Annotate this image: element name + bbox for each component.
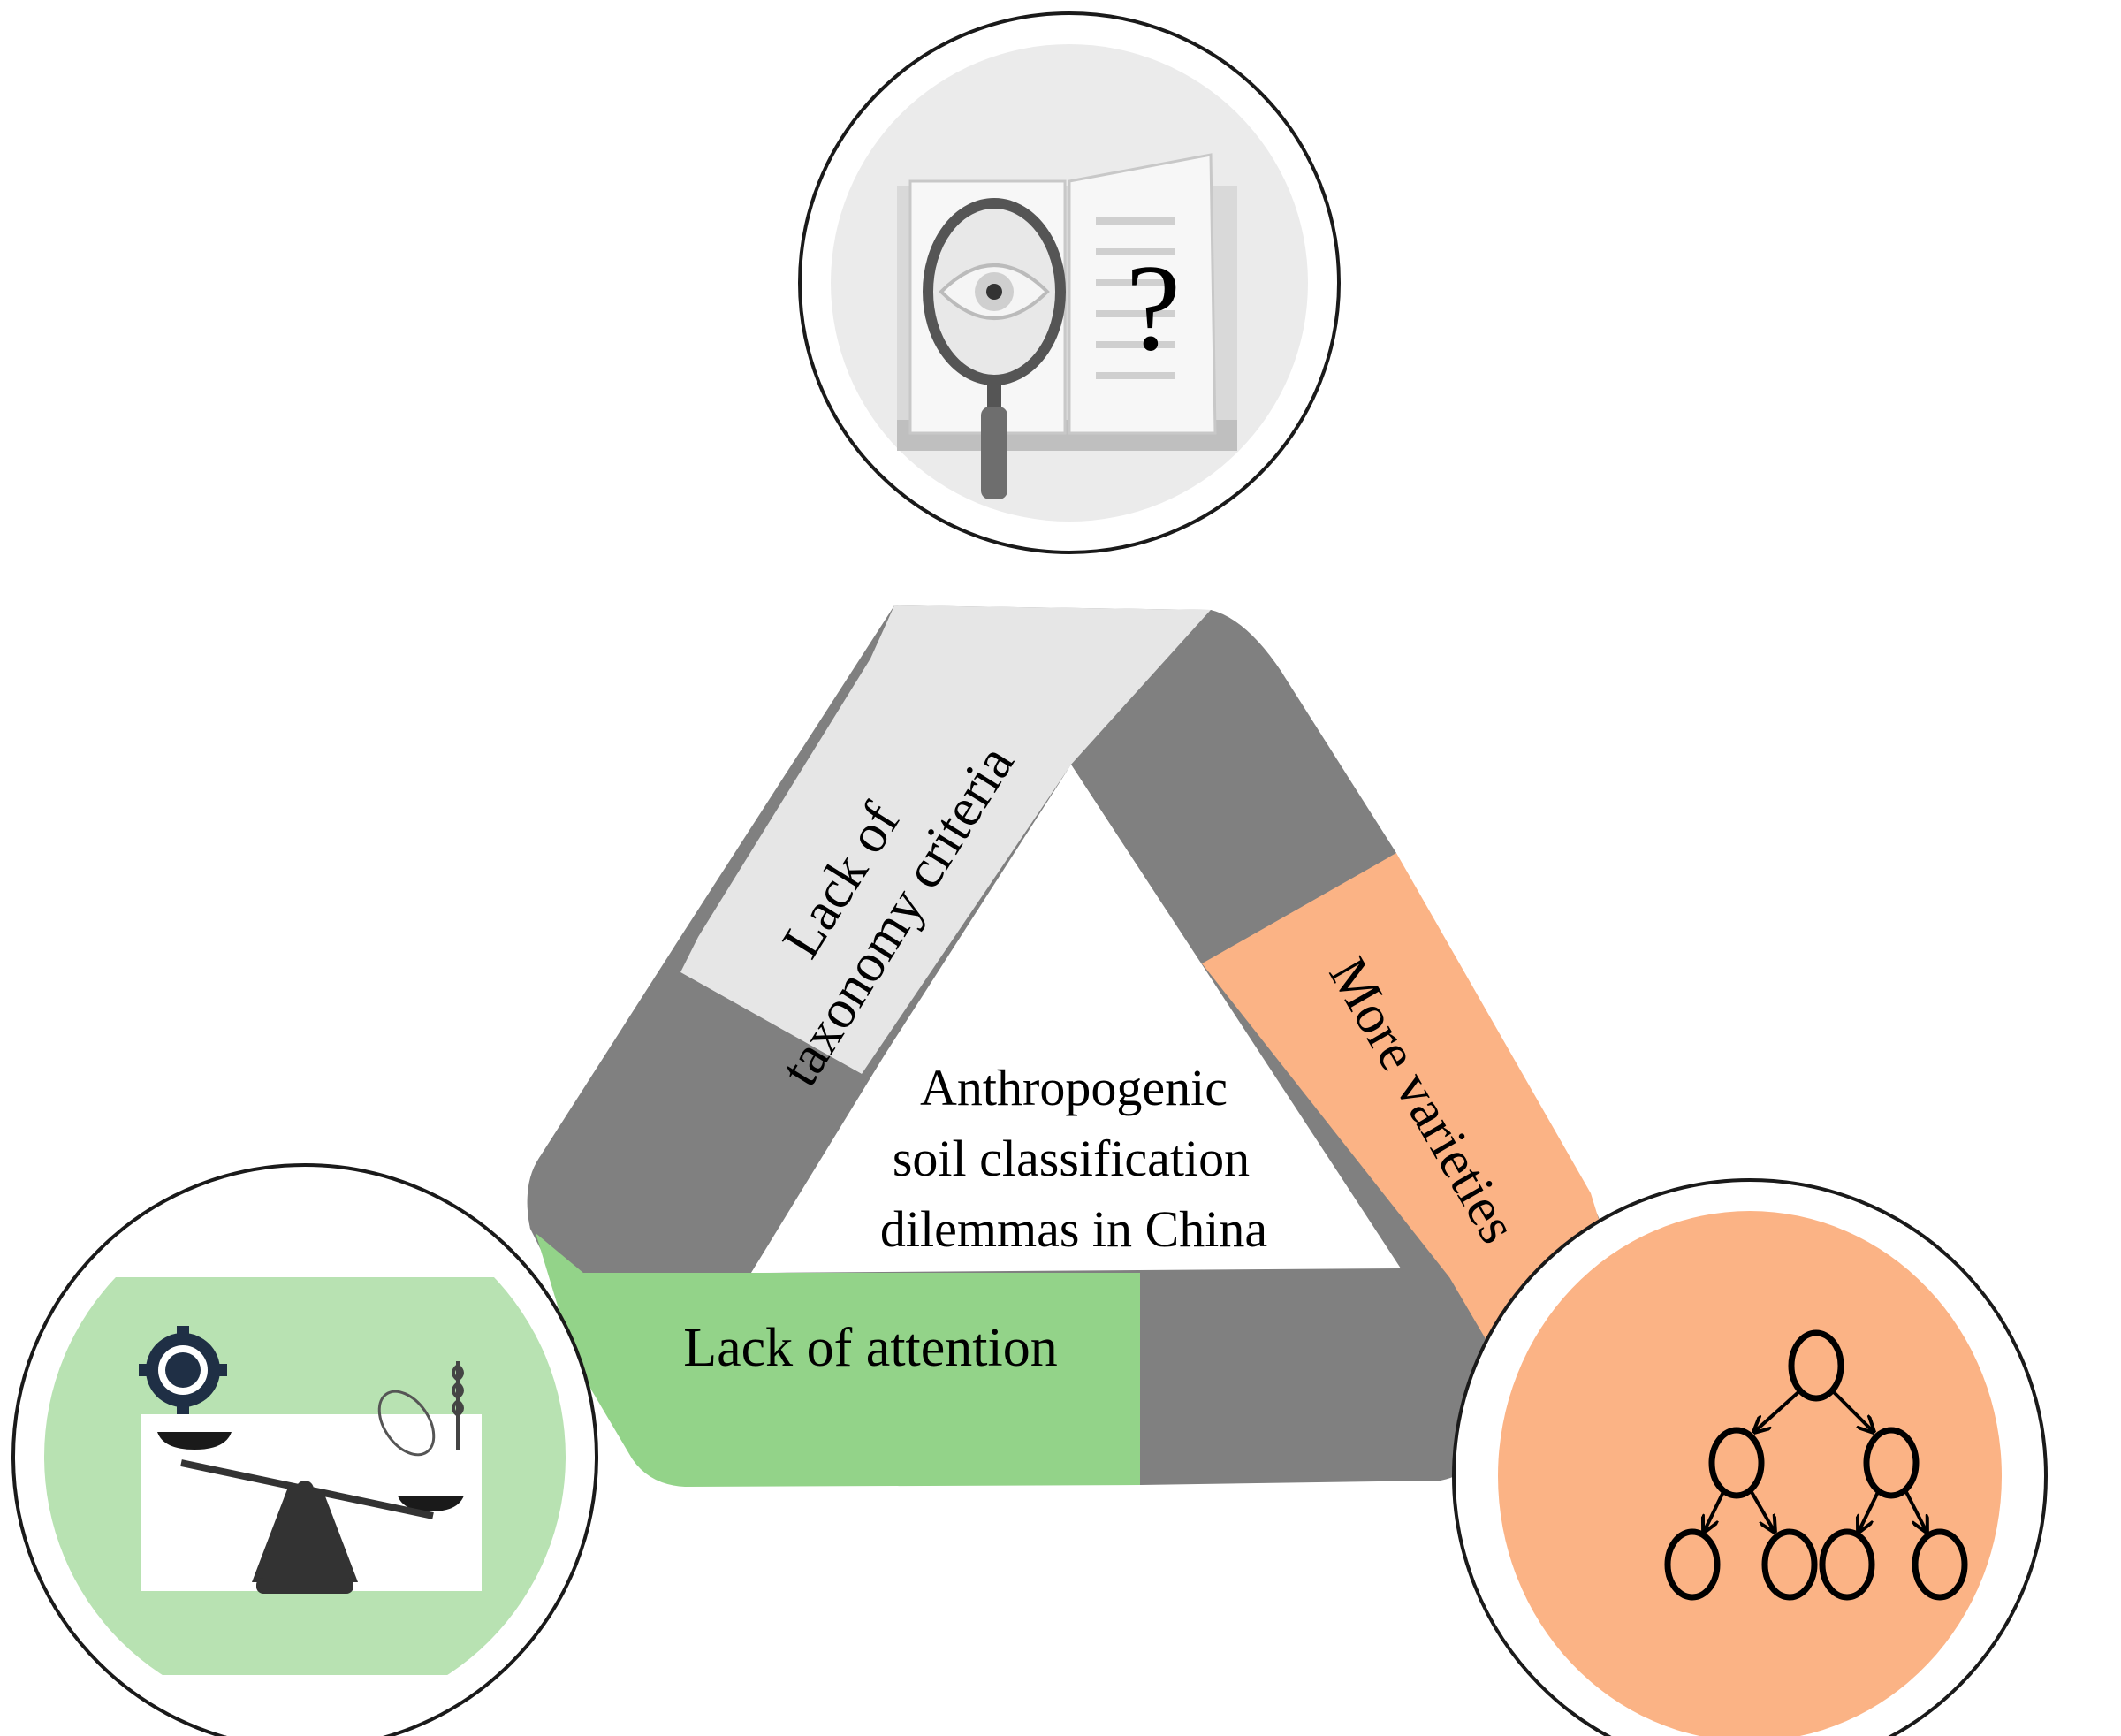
band-lack-of-attention (530, 1215, 1140, 1487)
book-magnifier-icon: ? (897, 153, 1237, 499)
center-text-line1: Anthropogenic (920, 1059, 1228, 1116)
center-text-line2: soil classification (893, 1130, 1250, 1187)
question-mark: ? (1126, 240, 1181, 377)
circle-left-scale (11, 1163, 598, 1736)
gray-segment-right-top (1071, 610, 1396, 963)
gray-segment-bottom-right (1140, 1273, 1524, 1485)
label-bottom-band: Lack of attention (683, 1318, 1058, 1378)
tree-hierarchy-icon (1664, 1329, 1968, 1601)
circle-top-book: ? (798, 11, 1341, 554)
circle-right-tree (1452, 1178, 2048, 1736)
band-more-varieties (1202, 853, 1608, 1405)
center-text-line3: dilemmas in China (880, 1200, 1267, 1258)
balance-scale-icon (139, 1326, 482, 1594)
inner-triangle-top (751, 765, 1396, 1273)
gray-segment-left (527, 972, 862, 1273)
band-lack-of-taxonomy (680, 605, 1211, 1074)
